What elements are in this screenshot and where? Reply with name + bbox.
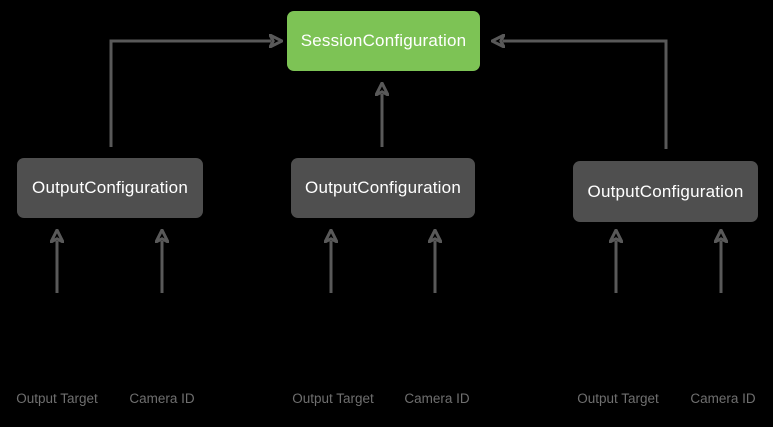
label-camera-id-2: Camera ID [404, 391, 470, 406]
node-output-configuration-3: OutputConfiguration [573, 161, 758, 222]
label-camera-id-3: Camera ID [690, 391, 756, 406]
arrow-output1-to-session [109, 41, 271, 147]
arrow-output3-to-session [503, 41, 668, 149]
node-session-configuration: SessionConfiguration [287, 11, 480, 71]
node-output-configuration-2: OutputConfiguration [291, 158, 475, 218]
label-output-target-3: Output Target [577, 391, 659, 406]
label-output-target-1: Output Target [16, 391, 98, 406]
node-output-configuration-1: OutputConfiguration [17, 158, 203, 218]
label-output-target-2: Output Target [292, 391, 374, 406]
label-camera-id-1: Camera ID [129, 391, 195, 406]
